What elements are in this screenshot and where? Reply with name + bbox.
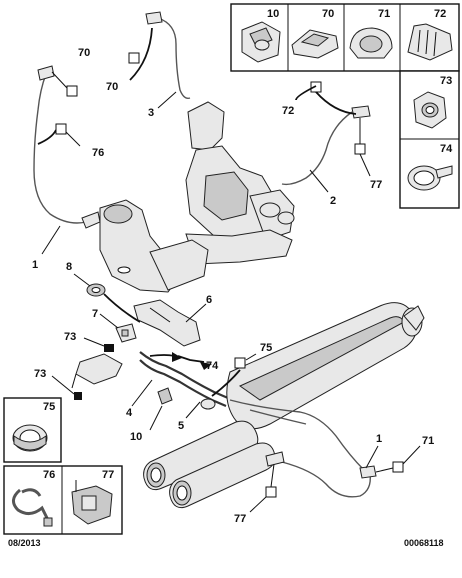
legend-left-column: 75 76 77 [3, 397, 123, 535]
tailpipe-lower [169, 442, 276, 509]
pressure-sensor-wire [265, 451, 377, 498]
legend-cell-71: 71 [349, 8, 393, 59]
callout-box-70-top [66, 85, 78, 97]
callout-72: 72 [282, 105, 294, 117]
callout-70-top: 70 [78, 47, 90, 59]
turbo-manifold-assembly [185, 101, 295, 265]
legend-cell-74: 74 [407, 143, 453, 191]
connector-pipe-5 [200, 398, 216, 410]
upstream-oxygen-sensor [33, 65, 101, 229]
legend-cell-77: 77 [71, 469, 114, 525]
arrow-74-a-icon [172, 352, 182, 362]
callout-2: 2 [330, 195, 336, 207]
legend-label-71: 71 [378, 8, 390, 20]
callout-box-75 [234, 357, 246, 369]
connector-clip-77-icon [71, 480, 113, 525]
cable-tie-76-icon [12, 488, 53, 527]
nut-73-icon [413, 91, 447, 129]
legend-cell-10: 10 [241, 8, 281, 63]
legend-label-70: 70 [322, 8, 334, 20]
callout-7: 7 [92, 308, 98, 320]
particulate-filter-silencer [143, 302, 425, 509]
legend-right-column: 73 74 [399, 70, 460, 209]
direction-arrows [172, 352, 212, 370]
egr-temperature-sensor [145, 11, 191, 100]
legend-label-77: 77 [102, 469, 114, 481]
callout-1-right: 1 [376, 433, 382, 445]
clip-72-icon [407, 23, 453, 61]
legend-cell-72: 72 [407, 8, 453, 61]
callout-8: 8 [66, 261, 72, 273]
legend-label-74: 74 [440, 143, 453, 155]
legend-top-row: 10 70 71 72 [230, 3, 460, 72]
small-hardware [71, 283, 201, 400]
downstream-oxygen-sensor [281, 105, 371, 186]
legend-label-75: 75 [43, 401, 55, 413]
callout-numbers: 1 1 2 3 4 5 6 7 8 10 70 70 71 72 73 73 7… [32, 47, 434, 525]
legend-label-76: 76 [43, 469, 55, 481]
bracket-6 [133, 299, 201, 347]
leader-lines [37, 27, 421, 513]
callout-box-71-right [392, 461, 404, 473]
callout-box-77-bottom [265, 486, 277, 498]
callout-74: 74 [206, 360, 219, 372]
callout-box-76 [55, 123, 67, 135]
callout-77-bottom: 77 [234, 513, 246, 525]
clip-70-icon [291, 29, 339, 59]
legend-label-72: 72 [434, 8, 446, 20]
callout-73-b: 73 [34, 368, 46, 380]
footer-date: 08/2013 [8, 538, 41, 548]
clip-71-icon [349, 27, 393, 59]
clip-10-icon [241, 21, 281, 63]
callout-1-left: 1 [32, 259, 38, 271]
callout-6: 6 [206, 294, 212, 306]
callout-71: 71 [422, 435, 434, 447]
tailpipe-upper [143, 420, 259, 491]
callout-75: 75 [260, 342, 272, 354]
callout-4: 4 [126, 407, 133, 419]
gasket-8 [86, 283, 106, 297]
callout-box-77-right [354, 143, 366, 155]
callout-77-right: 77 [370, 179, 382, 191]
intermediate-pipe [139, 351, 229, 410]
callout-5: 5 [178, 420, 184, 432]
footer-reference: 00068118 [404, 538, 444, 548]
legend-cell-70: 70 [291, 8, 339, 59]
legend-cell-76: 76 [12, 469, 55, 527]
callout-3: 3 [148, 107, 154, 119]
clamp-10 [157, 387, 173, 405]
callout-box-70-mid [128, 52, 140, 64]
catalytic-converter [99, 199, 209, 293]
callout-76: 76 [92, 147, 104, 159]
legend-label-10: 10 [267, 8, 279, 20]
arrow-74-b-icon [200, 362, 212, 370]
callout-70-mid: 70 [106, 81, 118, 93]
nut-73-b [74, 392, 82, 400]
callout-73-a: 73 [64, 331, 76, 343]
nut-73-a [104, 344, 114, 352]
heat-shield-bracket [71, 353, 123, 389]
collar-75-icon [12, 424, 48, 452]
clamp-74-icon [407, 165, 453, 191]
legend-label-73: 73 [440, 75, 452, 87]
bracket-7 [115, 323, 137, 343]
legend-cell-73: 73 [413, 75, 452, 129]
callout-10: 10 [130, 431, 142, 443]
